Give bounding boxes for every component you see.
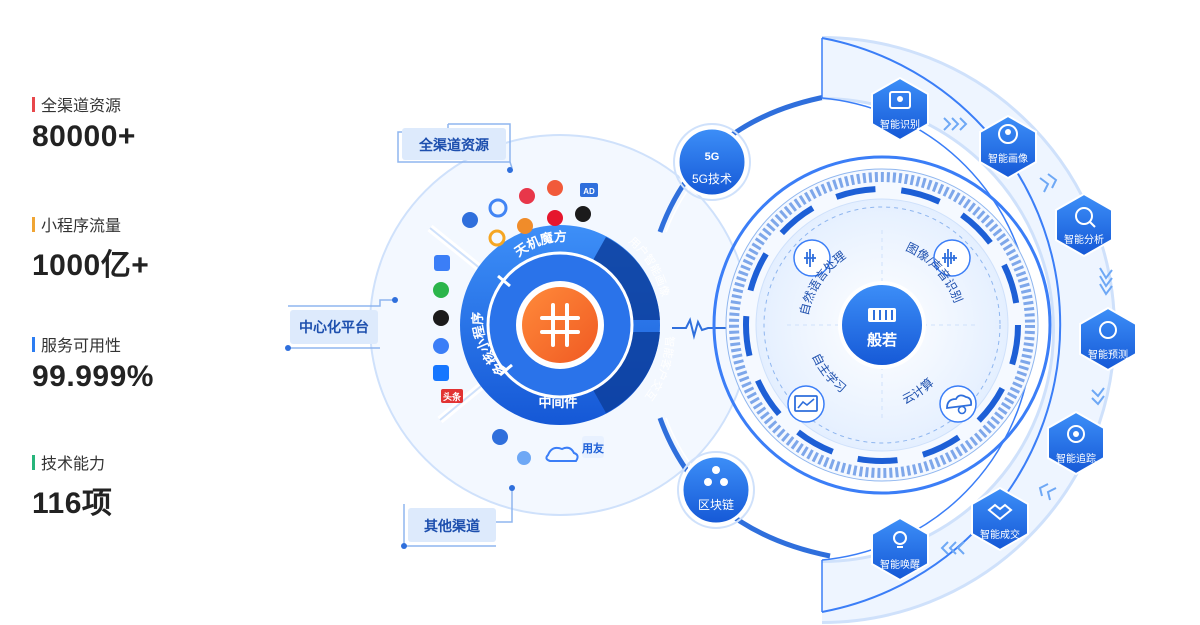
chevron-right-icon	[1039, 177, 1050, 193]
capability-label: 智能识别	[880, 118, 920, 131]
top-channel-icons: AD	[462, 180, 598, 247]
netease-icon	[547, 180, 563, 196]
qq-icon	[575, 206, 591, 222]
stat-value: 80000+	[32, 120, 136, 153]
5g-icon: 5G	[705, 151, 720, 163]
cloud-icon	[545, 446, 579, 462]
stat-tech-capability: 技术能力 116项	[32, 450, 112, 522]
network-icon	[517, 451, 531, 465]
stat-label: 全渠道资源	[41, 98, 122, 115]
blockchain-icon	[704, 466, 728, 486]
brand-logo-icon	[522, 287, 598, 363]
capability-track: 智能追踪	[1047, 410, 1105, 476]
tech-node-5g: 5G 5G技术	[673, 123, 751, 201]
label-middleware: 中间件	[538, 395, 577, 410]
callout-bottom-label: 其他渠道	[424, 518, 480, 534]
yonyou-icon	[582, 436, 604, 458]
chevron-left-icon	[956, 541, 965, 555]
left-channel-icons: 头条	[433, 255, 463, 403]
stat-value: 116项	[32, 487, 113, 520]
accent-bar	[32, 216, 35, 232]
capability-label: 智能唤醒	[880, 558, 920, 571]
tiktok-icon	[433, 310, 449, 326]
sohu-icon	[517, 218, 533, 234]
capability-label: 智能画像	[988, 152, 1028, 165]
capability-predict: 智能预测	[1079, 306, 1137, 372]
capability-list: 智能识别 智能画像 智能分析 智能预测 智能追踪 智能成交	[871, 76, 1137, 582]
stat-value: 1000亿+	[32, 249, 150, 282]
chevron-arrows	[940, 117, 1113, 555]
capability-profile: 智能画像	[979, 114, 1037, 180]
bottom-channel-icons: 用友	[492, 429, 604, 465]
circle-app-icon	[488, 229, 506, 247]
chevron-left-icon	[1046, 487, 1057, 501]
tech-node-blockchain: 区块链	[677, 451, 755, 529]
capability-label: 智能追踪	[1056, 452, 1096, 465]
callout-bottom: 其他渠道	[401, 485, 515, 549]
capability-wake: 智能唤醒	[871, 516, 929, 582]
alipay-icon	[433, 365, 449, 381]
cloud-gear-icon	[939, 385, 977, 423]
accent-bar	[32, 96, 35, 112]
ad-label: AD	[583, 187, 595, 196]
callout-left-label: 中心化平台	[299, 319, 369, 335]
app-icon-bottom	[492, 429, 508, 445]
wechat-icon	[433, 282, 449, 298]
core-label: 般若	[867, 331, 897, 349]
stat-channel-resources: 全渠道资源 80000+	[32, 92, 136, 154]
stat-value: 99.999%	[32, 360, 154, 393]
capability-label: 智能分析	[1064, 233, 1104, 246]
stat-miniprogram-traffic: 小程序流量 1000亿+	[32, 212, 149, 284]
stat-availability: 服务可用性 99.999%	[32, 332, 154, 394]
capability-deal: 智能成交	[971, 486, 1029, 552]
user-profile-icon	[979, 114, 1037, 180]
callout-left: 中心化平台	[285, 297, 398, 351]
capability-label: 智能成交	[980, 528, 1020, 541]
chevron-right-icon	[943, 117, 952, 131]
stat-label: 小程序流量	[41, 218, 122, 235]
logo-mark-icon	[540, 303, 580, 347]
callout-top-label: 全渠道资源	[418, 137, 489, 153]
callout-top: 全渠道资源	[397, 123, 513, 173]
google-icon	[488, 198, 508, 218]
ad-icon	[580, 183, 598, 197]
app-icon-red	[519, 188, 535, 204]
capability-recognize: 智能识别	[871, 76, 929, 142]
app-icon-blue	[434, 255, 450, 271]
app-icon-link	[433, 338, 449, 354]
toutiao-label: 头条	[443, 391, 462, 402]
capability-analysis: 智能分析	[1055, 192, 1113, 258]
stat-label: 技术能力	[41, 456, 106, 473]
left-hemisphere: 用户智能画像 智能客户交互 天机魔方 多核小程序 中间件 AD	[285, 123, 751, 549]
toutiao-icon	[441, 389, 463, 403]
yonyou-label: 用友	[582, 441, 604, 455]
chevron-down-icon	[1091, 387, 1105, 398]
stat-label: 服务可用性	[41, 338, 122, 355]
core-center	[838, 281, 926, 369]
chevron-down-icon	[1099, 267, 1113, 280]
tech-5g-label: 5G技术	[692, 172, 732, 186]
weibo-icon	[547, 210, 563, 226]
accent-bar	[32, 336, 35, 352]
tech-blockchain-label: 区块链	[698, 497, 734, 512]
core-engine: 般若 自然语言处理 图像/声音识别 自主学习 云计算	[712, 155, 1052, 495]
accent-bar	[32, 454, 35, 470]
signal-pulse-icon	[672, 317, 736, 340]
capability-label: 智能预测	[1088, 348, 1128, 361]
baidu-icon	[462, 212, 478, 228]
lightbulb-icon	[871, 516, 929, 582]
